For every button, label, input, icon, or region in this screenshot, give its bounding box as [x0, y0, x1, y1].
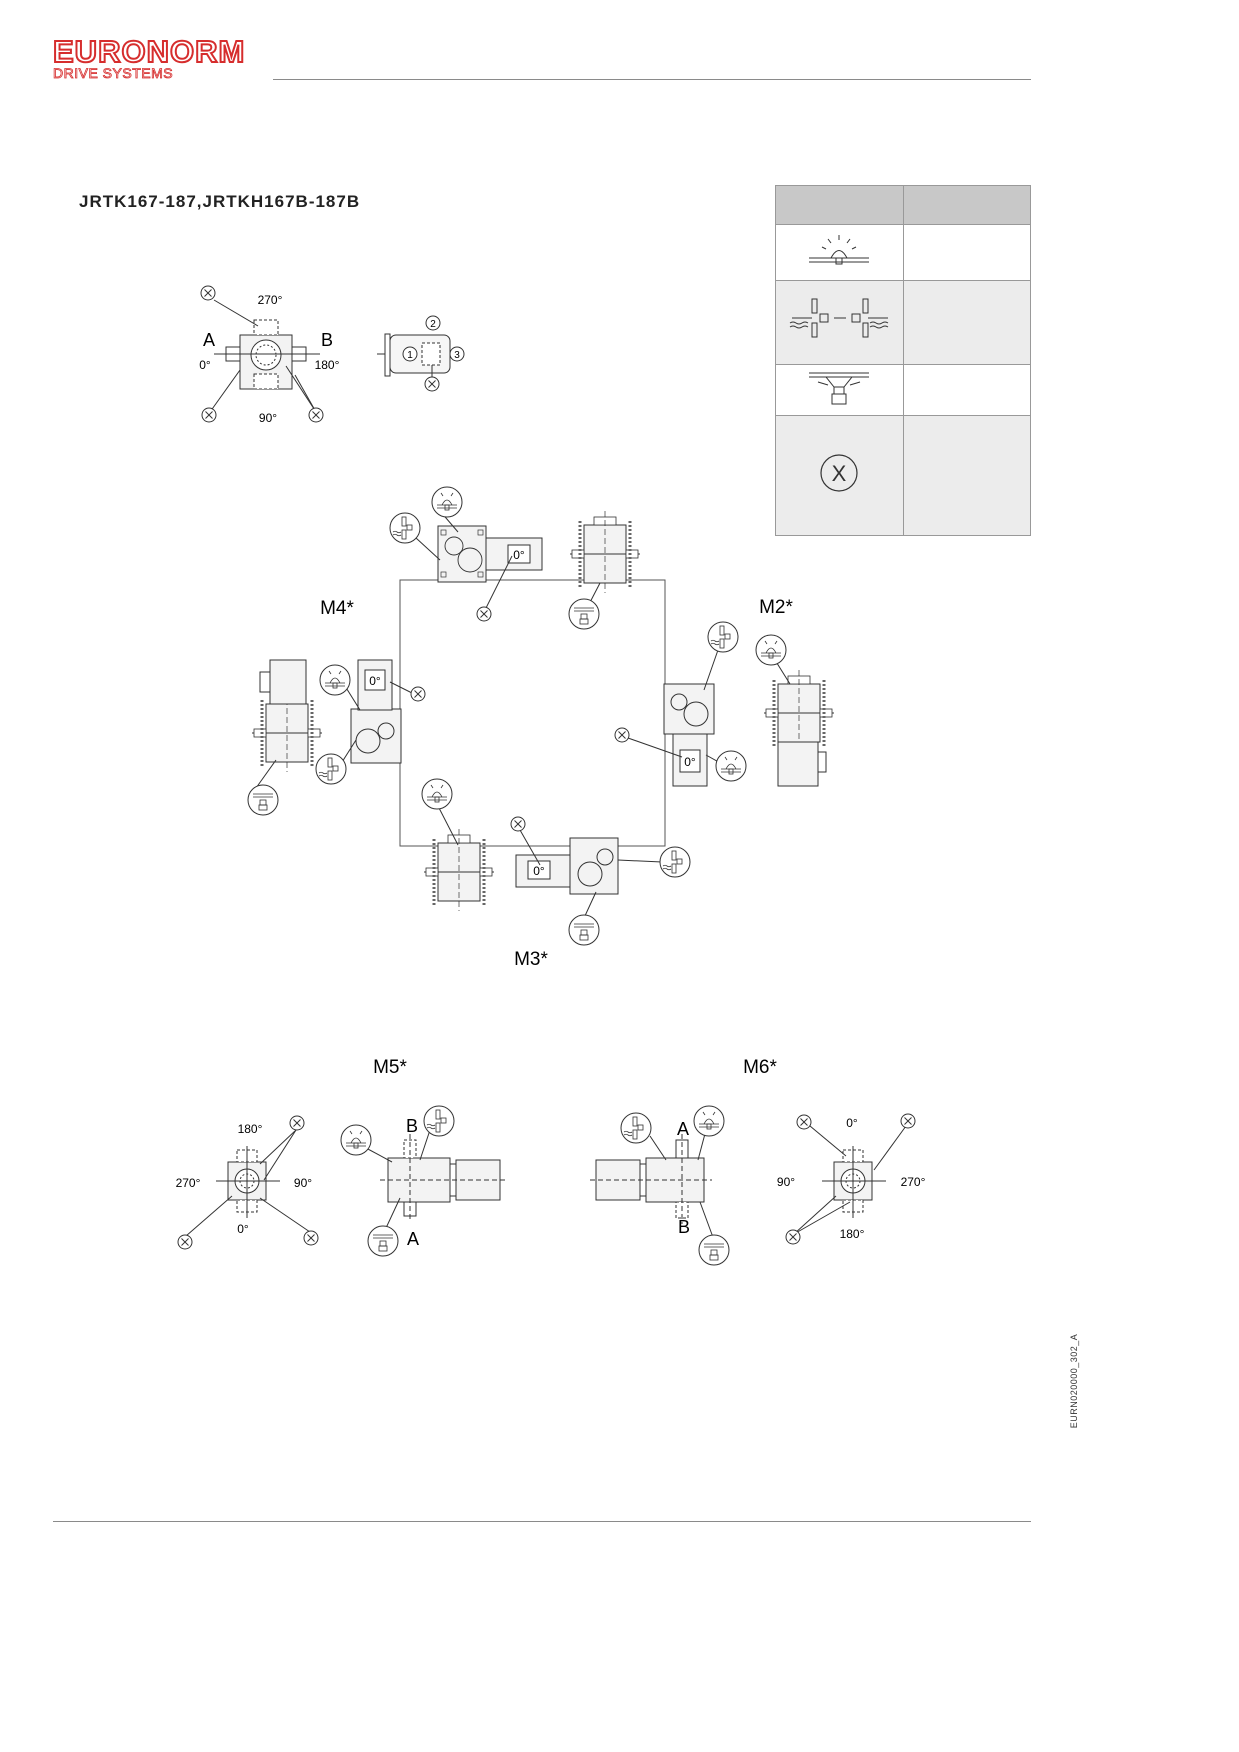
header-rule	[273, 79, 1031, 80]
position-2: 2	[430, 319, 436, 330]
position-reference: 2 1 3	[377, 315, 465, 392]
page-title: JRTK167-187,JRTKH167B-187B	[79, 192, 361, 211]
bottom-zero-marker: 0°	[533, 864, 545, 878]
m5-angle-0: 0°	[237, 1222, 249, 1236]
m5-side-b: B	[406, 1116, 418, 1136]
ref-angle-90: 90°	[259, 411, 277, 425]
top-zero-marker: 0°	[513, 548, 525, 562]
m5-angle-90: 90°	[294, 1176, 312, 1190]
breather-plug-icon	[809, 235, 869, 265]
ref-side-b: B	[321, 330, 333, 350]
legend-vent-description	[903, 224, 1031, 281]
top-position-group: 0°	[389, 486, 642, 630]
bottom-position-group: 0°	[421, 778, 691, 946]
oil-level-plug-icon	[789, 298, 889, 338]
mounting-positions-drawing: 270° 0° 180° 90° A B 2 1 3 0°	[176, 285, 926, 1266]
legend-row-drain	[775, 364, 1031, 416]
ref-angle-270: 270°	[258, 293, 283, 307]
vent-x-icon: X	[820, 454, 858, 492]
ref-side-a: A	[203, 330, 215, 350]
position-1: 1	[407, 350, 413, 361]
legend-header-row	[775, 185, 1031, 225]
legend-drain-description	[903, 364, 1031, 416]
position-label-m4: M4*	[320, 598, 354, 619]
orientation-reference: 270° 0° 180° 90° A B	[199, 285, 340, 425]
legend-breather-description	[903, 415, 1031, 536]
m6-group: A B 0° 90° 270° 180°	[590, 1105, 926, 1266]
left-position-group: 0°	[247, 659, 426, 816]
m6-angle-90: 90°	[777, 1175, 795, 1189]
position-label-m5: M5*	[373, 1057, 407, 1078]
legend-vent-symbol: X	[832, 461, 847, 486]
footer-rule	[53, 1521, 1031, 1522]
position-3: 3	[454, 350, 460, 361]
legend-breather-cell: X	[775, 415, 904, 536]
drain-plug-icon	[809, 372, 869, 405]
legend-row-level	[775, 280, 1031, 365]
position-label-m3: M3*	[514, 949, 548, 970]
m6-side-b: B	[678, 1217, 690, 1237]
symbol-legend-table: X	[775, 185, 1031, 536]
left-zero-marker: 0°	[369, 674, 381, 688]
position-label-m2: M2*	[759, 597, 793, 618]
m6-angle-180: 180°	[840, 1227, 865, 1241]
legend-level-description	[903, 280, 1031, 365]
legend-row-vent	[775, 224, 1031, 281]
ref-angle-0: 0°	[199, 358, 211, 372]
document-code: EURN020000_302_A	[1062, 1333, 1086, 1429]
m5-side-a: A	[407, 1229, 419, 1249]
right-zero-marker: 0°	[684, 755, 696, 769]
m6-side-a: A	[677, 1119, 689, 1139]
m6-angle-0: 0°	[846, 1116, 858, 1130]
brand-subtitle: DRIVE SYSTEMS	[53, 65, 174, 81]
position-label-m6: M6*	[743, 1057, 777, 1078]
m6-angle-270: 270°	[901, 1175, 926, 1189]
legend-header-symbol-cell	[775, 185, 904, 225]
brand-logo: EURONORM	[52, 34, 246, 69]
m5-angle-180: 180°	[238, 1122, 263, 1136]
legend-row-breather: X	[775, 415, 1031, 536]
ref-angle-180: 180°	[315, 358, 340, 372]
m5-group: 180° 270° 90° 0° B A	[176, 1105, 505, 1257]
document-code-text: EURN020000_302_A	[1069, 1333, 1079, 1429]
legend-drain-plug-cell	[775, 364, 904, 416]
right-position-group: 0°	[614, 621, 836, 787]
m5-angle-270: 270°	[176, 1176, 201, 1190]
